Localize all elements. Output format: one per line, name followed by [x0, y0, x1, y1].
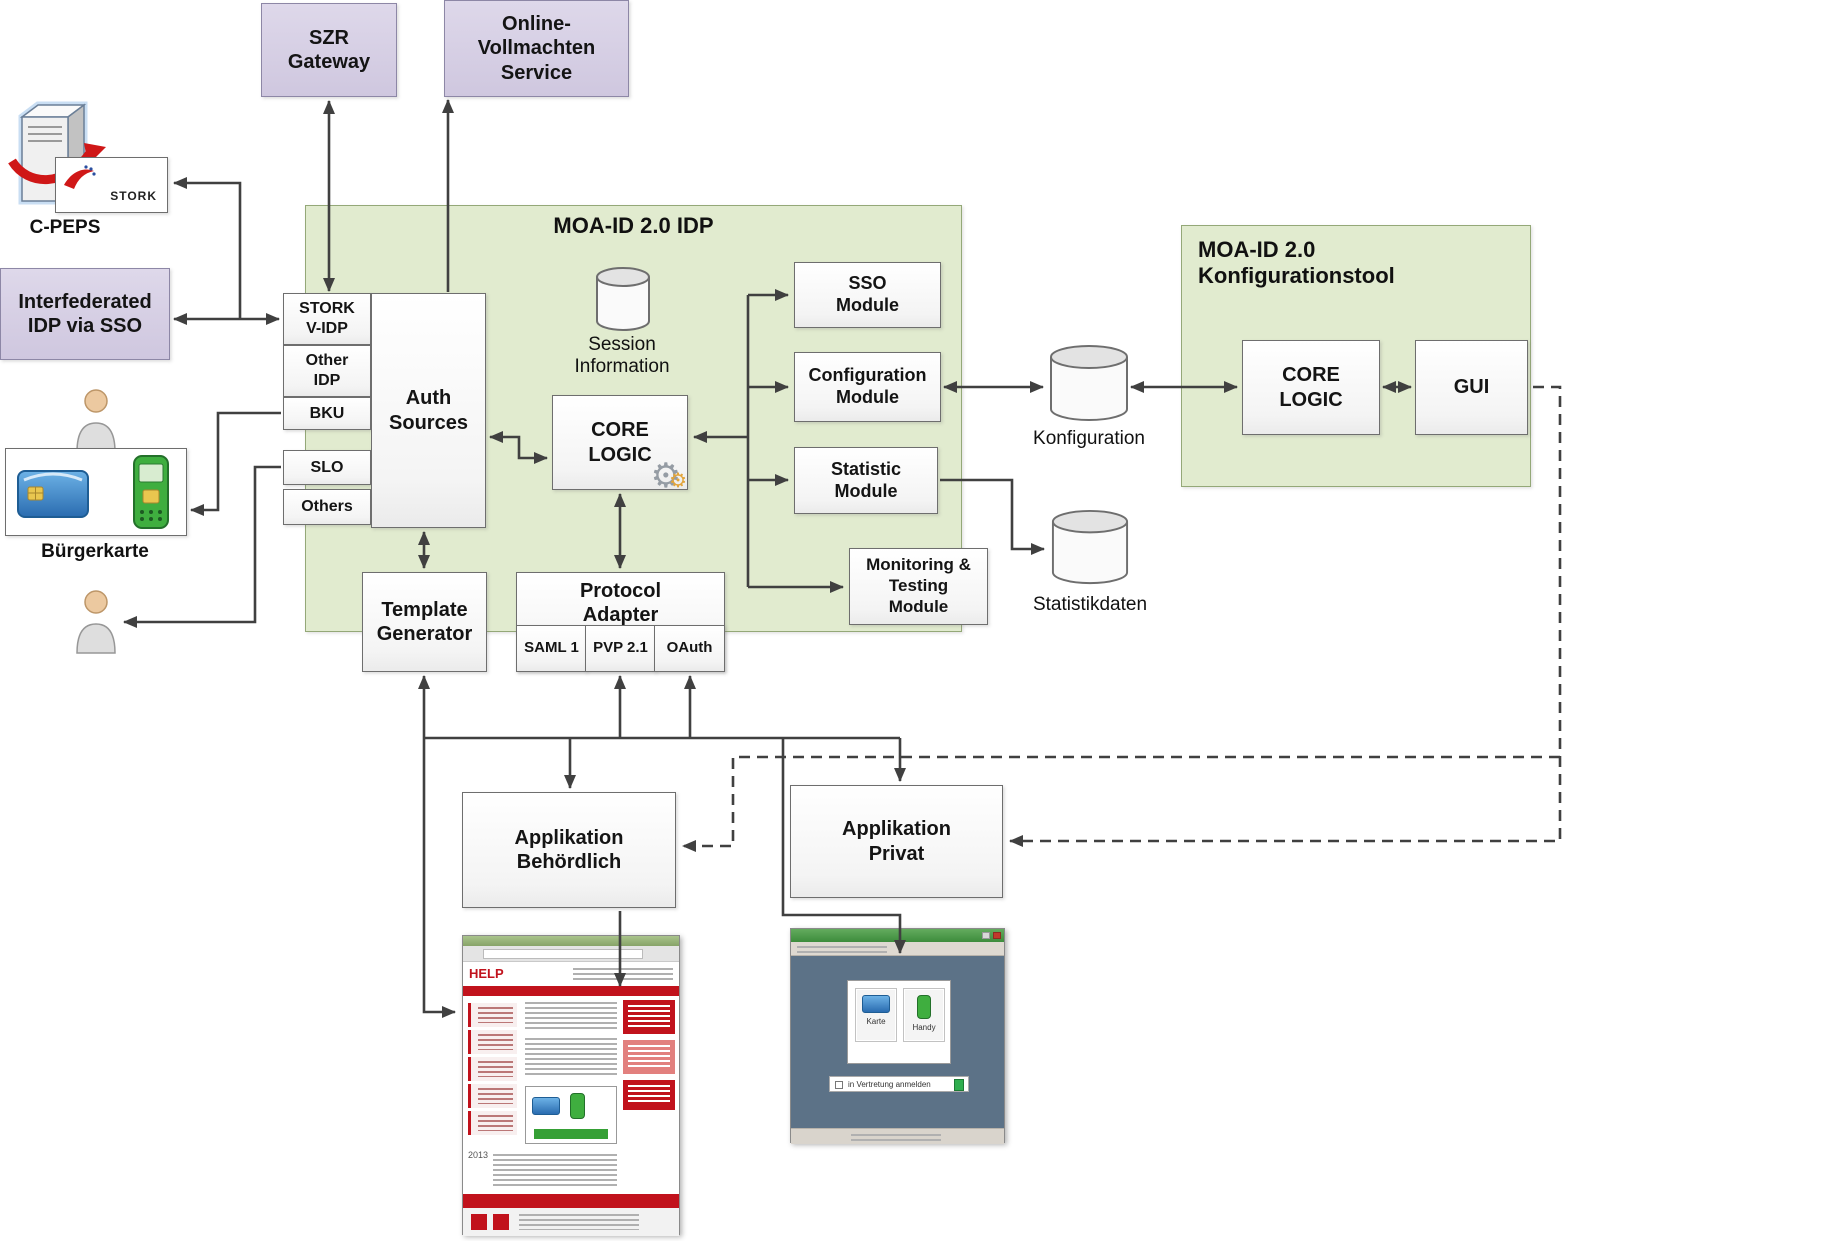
promo-block	[623, 1000, 675, 1034]
promo-block	[623, 1080, 675, 1110]
karte-button: Karte	[855, 988, 897, 1042]
footer-bar	[463, 1194, 679, 1208]
sso-module-box: SSO Module	[794, 262, 941, 328]
footer-area	[463, 1208, 679, 1236]
stork-bird-icon	[64, 165, 96, 189]
bku-selection-dialog: Karte Handy	[847, 980, 951, 1064]
other-idp-box: Other IDP	[283, 345, 371, 397]
mobile-phone-icon	[133, 455, 169, 529]
placeholder-lines	[525, 1002, 617, 1032]
applikation-privat-box: Applikation Privat	[790, 785, 1003, 898]
nav-bar	[463, 986, 679, 996]
applikation-behoerdlich-box: Applikation Behördlich	[462, 792, 676, 908]
session-info-label: Session Information	[574, 334, 670, 377]
saml-box: SAML 1	[516, 625, 587, 672]
browser-addressbar	[463, 946, 679, 962]
konfiguration-db-icon	[1050, 345, 1128, 421]
smartcard-icon	[862, 995, 890, 1013]
template-generator-box: Template Generator	[362, 572, 487, 672]
mobile-phone-icon	[917, 995, 931, 1019]
url-field	[483, 949, 643, 959]
stork-logo-box: STORK	[55, 157, 168, 213]
handy-label: Handy	[912, 1023, 936, 1032]
placeholder-lines	[493, 1154, 617, 1188]
bku-box: BKU	[283, 397, 371, 430]
smartcard-icon	[17, 470, 89, 518]
person-icon	[76, 590, 116, 654]
help-logo: HELP	[469, 966, 504, 981]
tool-core-logic-box: CORE LOGIC	[1242, 340, 1380, 435]
online-vollmachten-box: Online- Vollmachten Service	[444, 0, 629, 97]
checkbox-icon	[835, 1081, 843, 1089]
statistic-module-box: Statistic Module	[794, 447, 938, 514]
oauth-box: OAuth	[654, 625, 725, 672]
sidebar-links	[466, 1000, 519, 1148]
help-gv-at-screenshot: HELP 2013	[462, 935, 680, 1236]
slo-box: SLO	[283, 450, 371, 485]
placeholder-lines	[573, 968, 673, 980]
statistikdaten-db-label: Statistikdaten	[1032, 594, 1148, 615]
placeholder-lines	[525, 1038, 617, 1078]
maximize-icon	[982, 932, 990, 939]
login-window-screenshot: Karte Handy in Vertretung anmelden	[790, 928, 1005, 1144]
core-logic-box: CORE LOGIC ⚙⚙	[552, 395, 688, 496]
vertretung-row: in Vertretung anmelden	[829, 1076, 969, 1092]
konfiguration-db-label: Konfiguration	[1033, 428, 1145, 449]
window-content: Karte Handy in Vertretung anmelden	[791, 956, 1004, 1128]
statistikdaten-db-icon	[1051, 509, 1129, 585]
stork-logo-label: STORK	[110, 189, 157, 204]
stork-vidp-box: STORK V-IDP	[283, 293, 371, 345]
session-db-icon	[596, 267, 650, 331]
person-icon	[76, 389, 116, 453]
window-menubar	[791, 942, 1004, 956]
others-box: Others	[283, 489, 371, 525]
close-icon	[993, 932, 1001, 939]
login-button	[534, 1129, 608, 1139]
idp-title: MOA-ID 2.0 IDP	[553, 213, 714, 238]
window-statusbar	[791, 1128, 1004, 1144]
interfederated-idp-box: Interfederated IDP via SSO	[0, 268, 170, 360]
configuration-module-box: Configuration Module	[794, 352, 941, 422]
buergerkarte-label: Bürgerkarte	[41, 541, 149, 562]
smartcard-icon	[532, 1097, 560, 1115]
promo-block	[623, 1040, 675, 1074]
mobile-phone-icon	[570, 1093, 585, 1119]
bku-login-widget	[525, 1086, 617, 1144]
karte-label: Karte	[866, 1017, 886, 1026]
window-titlebar	[791, 929, 1004, 942]
szr-gateway-box: SZR Gateway	[261, 3, 397, 97]
konfigtool-title: MOA-ID 2.0 Konfigurationstool	[1198, 237, 1395, 288]
handy-button: Handy	[903, 988, 945, 1042]
auth-sources-box: Auth Sources	[371, 293, 486, 528]
pvp-box: PVP 2.1	[585, 625, 656, 672]
year-label: 2013	[468, 1150, 489, 1160]
green-badge	[954, 1079, 964, 1091]
gui-box: GUI	[1415, 340, 1528, 435]
core-logic-label: CORE LOGIC	[588, 419, 652, 466]
vertretung-label: in Vertretung anmelden	[848, 1080, 931, 1089]
browser-titlebar	[463, 936, 679, 946]
monitoring-module-box: Monitoring & Testing Module	[849, 548, 988, 625]
cpeps-label: C-PEPS	[29, 217, 101, 238]
